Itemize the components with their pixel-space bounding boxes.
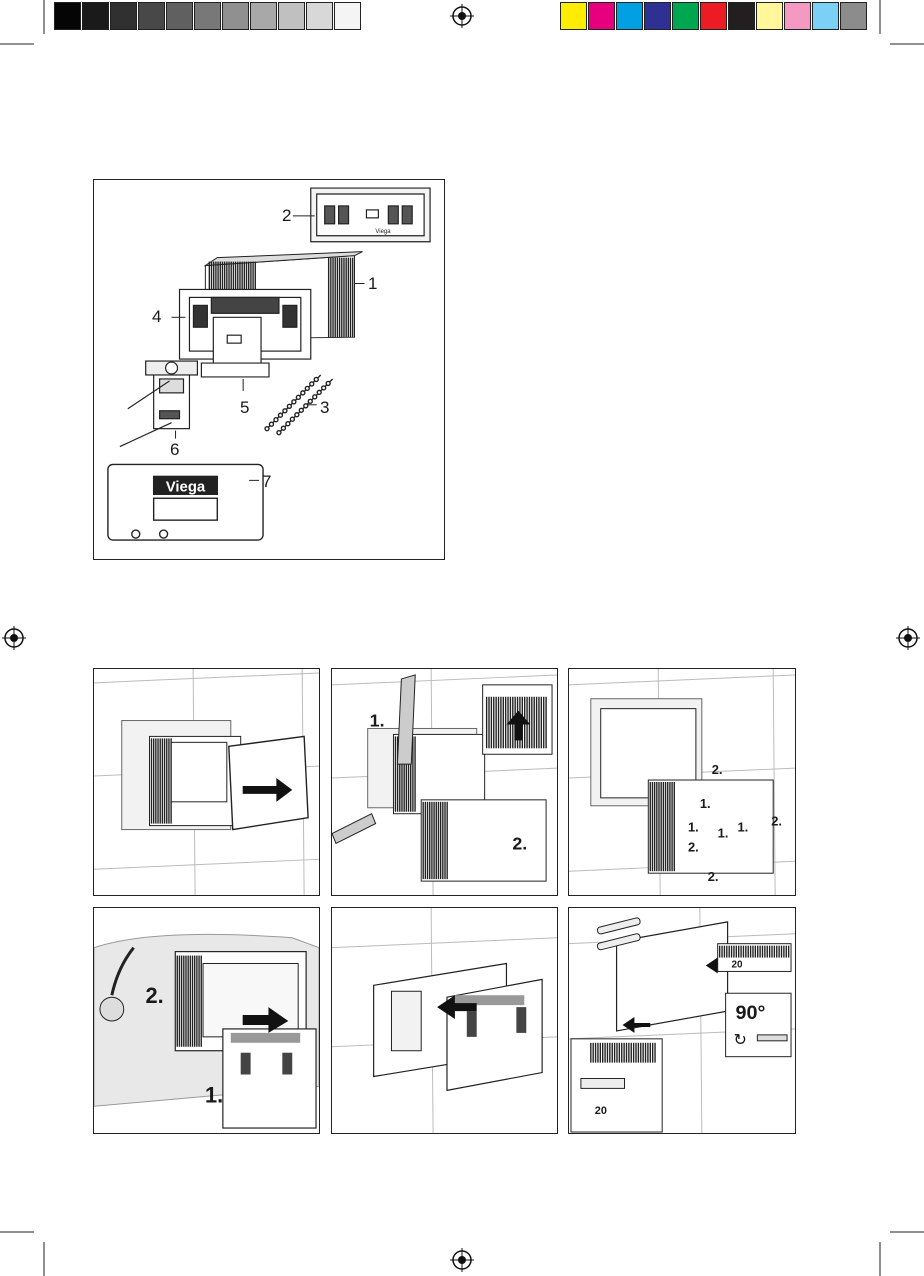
step-label: 1. [700,796,711,811]
ribbed-housing [150,736,241,825]
callout-6: 6 [170,441,179,458]
callout-1: 1 [368,275,377,292]
color-swatch [306,2,333,30]
color-swatch [756,2,783,30]
dimension-label: 20 [595,1105,607,1117]
cover-plate-part: Viega [108,464,263,540]
rotation-angle: 90° [736,1002,766,1024]
gauge-comb-icon [718,944,791,972]
color-swatch [278,2,305,30]
color-swatch [334,2,361,30]
registration-target-icon [896,626,920,650]
color-swatch [138,2,165,30]
cover-plate [229,736,308,829]
color-swatch [166,2,193,30]
step-label: 1. [688,820,699,835]
step-panel-3: 2. 1. 1. 2. 1. 2. 1. 2. [568,668,796,896]
step-label: 2. [771,814,782,829]
step-label: 2. [708,869,719,884]
step-panel-2: 1. 2. [331,668,558,896]
color-swatch [672,2,699,30]
dimension-label: 20 [732,959,744,970]
step-panel-1 [93,668,320,896]
valve-unit-part [120,361,198,447]
color-swatch [784,2,811,30]
callout-5: 5 [240,399,249,416]
parts-diagram: Viega [93,179,445,560]
color-swatch [700,2,727,30]
color-swatch [110,2,137,30]
step-label-2: 2. [146,983,164,1008]
step-label: 2. [688,839,699,854]
parts-illustration: Viega [94,180,444,559]
viega-logo: Viega [166,479,206,495]
ribbed-housing [648,780,773,873]
mounting-frame [447,979,542,1090]
color-swatch [222,2,249,30]
color-swatch [54,2,81,30]
color-swatch [82,2,109,30]
color-swatch [812,2,839,30]
step-label-1: 1. [370,710,385,730]
callout-7: 7 [262,473,271,490]
step-panel-4: 1. 2. [93,907,320,1134]
step-label: 1. [738,820,749,835]
color-swatch [728,2,755,30]
valve-icon [100,997,124,1021]
color-swatch [616,2,643,30]
cutter-knife-icon [332,814,376,844]
step-label-2: 2. [512,833,527,853]
color-swatch [194,2,221,30]
step-panel-6: 20 90° ↻ 20 [568,907,796,1134]
color-swatch [560,2,587,30]
rotate-icon: ↻ [734,1032,747,1049]
registration-target-icon [2,626,26,650]
color-swatch [588,2,615,30]
callout-3: 3 [320,399,329,416]
step-label: 1. [718,826,729,841]
mounting-frame [223,1029,316,1128]
frame-brand-text: Viega [375,229,391,235]
step-label: 2. [712,762,723,777]
callout-2: 2 [282,207,291,224]
ribbed-housing-lower [421,800,546,881]
registration-target-icon [450,1248,474,1272]
detail-inset [571,1039,662,1132]
step-label-1: 1. [205,1082,223,1107]
registration-target-icon [450,4,474,28]
mounting-frame-part: Viega [311,188,430,242]
step-panel-5 [331,907,558,1134]
color-swatch [250,2,277,30]
color-swatch [644,2,671,30]
callout-4: 4 [152,308,161,325]
color-swatch [840,2,867,30]
